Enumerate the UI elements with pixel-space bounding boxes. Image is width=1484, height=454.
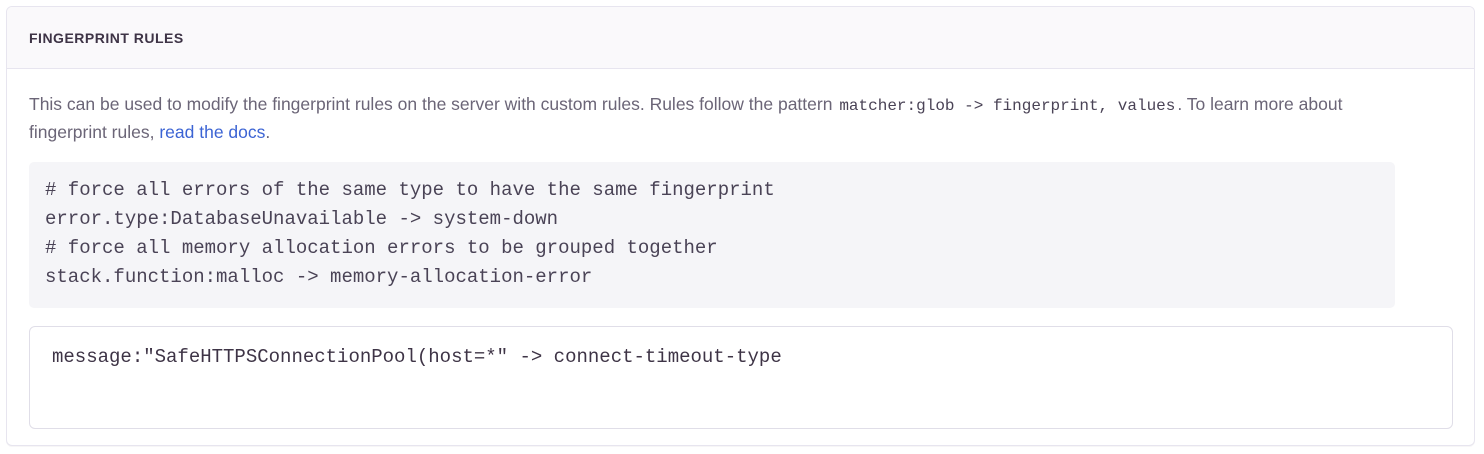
panel-header: Fingerprint Rules [7, 7, 1474, 69]
description-text-before-code: This can be used to modify the fingerpri… [29, 94, 838, 114]
description-text-after-link: . [265, 121, 271, 142]
example-code-block: # force all errors of the same type to h… [29, 161, 1395, 309]
description-text-after-code: . To learn more about fingerprint rules, [29, 94, 1343, 142]
page-title: Fingerprint Rules [29, 29, 184, 46]
example-code-text: # force all errors of the same type to h… [45, 178, 775, 289]
fingerprint-rules-input[interactable] [29, 326, 1453, 430]
panel-body: This can be used to modify the fingerpri… [7, 69, 1474, 430]
read-the-docs-link[interactable]: read the docs [159, 121, 266, 142]
panel-description: This can be used to modify the fingerpri… [29, 91, 1389, 146]
inline-code-pattern: matcher:glob -> fingerprint, values [839, 97, 1176, 115]
fingerprint-rules-panel: Fingerprint Rules This can be used to mo… [6, 6, 1475, 446]
